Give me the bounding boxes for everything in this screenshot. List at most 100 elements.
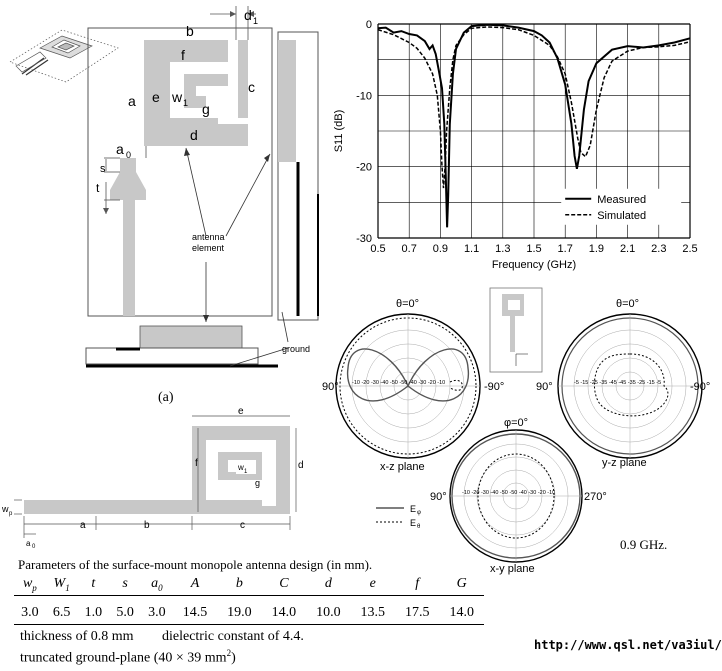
label-a0: a xyxy=(116,141,124,157)
legend-box xyxy=(561,188,682,225)
planar-label-c: c xyxy=(240,520,245,531)
x-tick-label: 1.7 xyxy=(558,243,573,255)
y-axis-label: S11 (dB) xyxy=(333,110,345,153)
label-t: t xyxy=(96,181,100,195)
table-header-cell: t xyxy=(77,573,110,596)
xy-plane-label: x-y plane xyxy=(490,563,535,575)
perspective-inset xyxy=(9,29,119,83)
source-url[interactable]: http://www.qsl.net/va3iul/ xyxy=(534,638,722,652)
planar-label-w1-sub: 1 xyxy=(244,469,248,475)
yz-theta-label: θ=0° xyxy=(616,298,639,310)
yz-right-label: -90° xyxy=(690,381,710,393)
table-cell: 1.0 xyxy=(77,595,110,625)
planar-label-g: g xyxy=(255,478,260,488)
table-cell: 14.0 xyxy=(261,595,307,625)
label-a0-sub: 0 xyxy=(126,150,131,160)
xz-left-label: 90° xyxy=(322,381,339,393)
antenna-structure-diagram: b d 1 f a e w 1 g c d a 0 s t antenna el… xyxy=(9,6,319,368)
xz-plane-label: x-z plane xyxy=(380,461,425,473)
table-cell: 19.0 xyxy=(217,595,262,625)
feed-line xyxy=(123,200,135,316)
table-header-cell: G xyxy=(439,573,484,596)
label-element: element xyxy=(192,243,225,253)
label-d: d xyxy=(190,127,198,143)
label-d1: d xyxy=(244,7,252,23)
label-c: c xyxy=(248,79,255,95)
table-cell: 14.0 xyxy=(439,595,484,625)
x-axis-label: Frequency (GHz) xyxy=(492,259,576,271)
legend-etheta: E xyxy=(410,518,416,528)
planar-label-e: e xyxy=(238,406,244,417)
x-tick-label: 0.5 xyxy=(370,243,385,255)
table-cell: 17.5 xyxy=(395,595,440,625)
subfigure-a-label: (a) xyxy=(158,390,174,405)
planar-layout-diagram: e f d w 1 g w p a b c a 0 xyxy=(1,406,304,550)
table-header-cell: e xyxy=(350,573,396,596)
series-line-measured xyxy=(377,23,691,228)
planar-label-f: f xyxy=(195,458,198,469)
x-tick-label: 1.3 xyxy=(495,243,510,255)
label-d1-sub: 1 xyxy=(253,16,258,26)
yz-plane-label: y-z plane xyxy=(602,457,647,469)
table-header-cell: C xyxy=(261,573,307,596)
planar-label-a0-sub: 0 xyxy=(32,544,36,550)
x-tick-label: 2.3 xyxy=(651,243,666,255)
label-e: e xyxy=(152,89,160,105)
table-cell: 5.0 xyxy=(109,595,141,625)
table-header-cell: a0 xyxy=(141,573,173,596)
frequency-note: 0.9 GHz. xyxy=(620,537,668,552)
label-antenna: antenna xyxy=(192,232,225,242)
xy-left-label: 90° xyxy=(430,491,447,503)
note-thickness: thickness of 0.8 mm xyxy=(20,629,134,644)
parameter-table: wp W1 t s a0 A b C d e f G 3.0 6.5 1.0 5… xyxy=(14,573,484,625)
planar-label-b: b xyxy=(144,520,150,531)
xz-theta-label: θ=0° xyxy=(396,298,419,310)
xy-pattern: φ=0° 90° 270° -10 -20 -30 -40 -50 -50 -4… xyxy=(430,417,607,575)
x-tick-label: 0.7 xyxy=(402,243,417,255)
label-g: g xyxy=(202,101,210,117)
planar-label-wp-sub: p xyxy=(9,511,13,517)
planar-label-wp: w xyxy=(1,504,9,514)
x-tick-label: 2.1 xyxy=(620,243,635,255)
xz-scale: -10 -20 -30 -40 -50 -50 -40 -30 -20 -10 xyxy=(352,380,445,386)
table-caption: Parameters of the surface-mount monopole… xyxy=(18,557,373,572)
note-dielectric: dielectric constant of 4.4. xyxy=(162,629,304,644)
x-tick-label: 2.5 xyxy=(682,243,697,255)
label-a: a xyxy=(128,93,136,109)
series-line-simulated xyxy=(377,26,691,189)
table-cell: 3.0 xyxy=(14,595,46,625)
y-tick-label: -20 xyxy=(356,162,372,174)
planar-label-a0: a xyxy=(26,539,31,548)
feed-taper xyxy=(110,158,146,200)
table-header-cell: d xyxy=(306,573,351,596)
table-header-cell: wp xyxy=(14,573,46,596)
pattern-legend: E φ E θ xyxy=(376,504,421,530)
substrate-outline xyxy=(87,27,273,317)
label-w1: w xyxy=(171,89,183,105)
legend-label: Simulated xyxy=(597,210,646,222)
table-cell: 3.0 xyxy=(141,595,173,625)
xy-scale: -10 -20 -30 -40 -50 -50 -40 -30 -20 -10 xyxy=(462,490,555,496)
table-value-row: 3.0 6.5 1.0 5.0 3.0 14.5 19.0 14.0 10.0 … xyxy=(14,595,484,625)
table-cell: 13.5 xyxy=(350,595,396,625)
label-w1-sub: 1 xyxy=(183,98,188,108)
x-tick-label: 1.1 xyxy=(464,243,479,255)
yz-scale: -5 -15 -25 -35 -45 -45 -35 -25 -15 -5 xyxy=(574,380,661,386)
xy-phi-label: φ=0° xyxy=(504,417,528,429)
table-header-cell: W1 xyxy=(45,573,78,596)
x-tick-label: 0.9 xyxy=(433,243,448,255)
x-tick-label: 1.9 xyxy=(589,243,604,255)
planar-label-a: a xyxy=(80,520,86,531)
y-tick-label: -10 xyxy=(356,90,372,102)
table-cell: 14.5 xyxy=(172,595,218,625)
table-header-cell: s xyxy=(109,573,141,596)
planar-label-w1: w xyxy=(237,463,244,472)
bottom-view-block xyxy=(139,325,243,349)
yz-left-label: 90° xyxy=(536,381,553,393)
legend-ephi-sub: φ xyxy=(417,510,421,516)
table-cell: 10.0 xyxy=(306,595,351,625)
xz-right-label: -90° xyxy=(484,381,504,393)
label-s: s xyxy=(100,163,106,175)
table-header-row: wp W1 t s a0 A b C d e f G xyxy=(14,573,484,596)
